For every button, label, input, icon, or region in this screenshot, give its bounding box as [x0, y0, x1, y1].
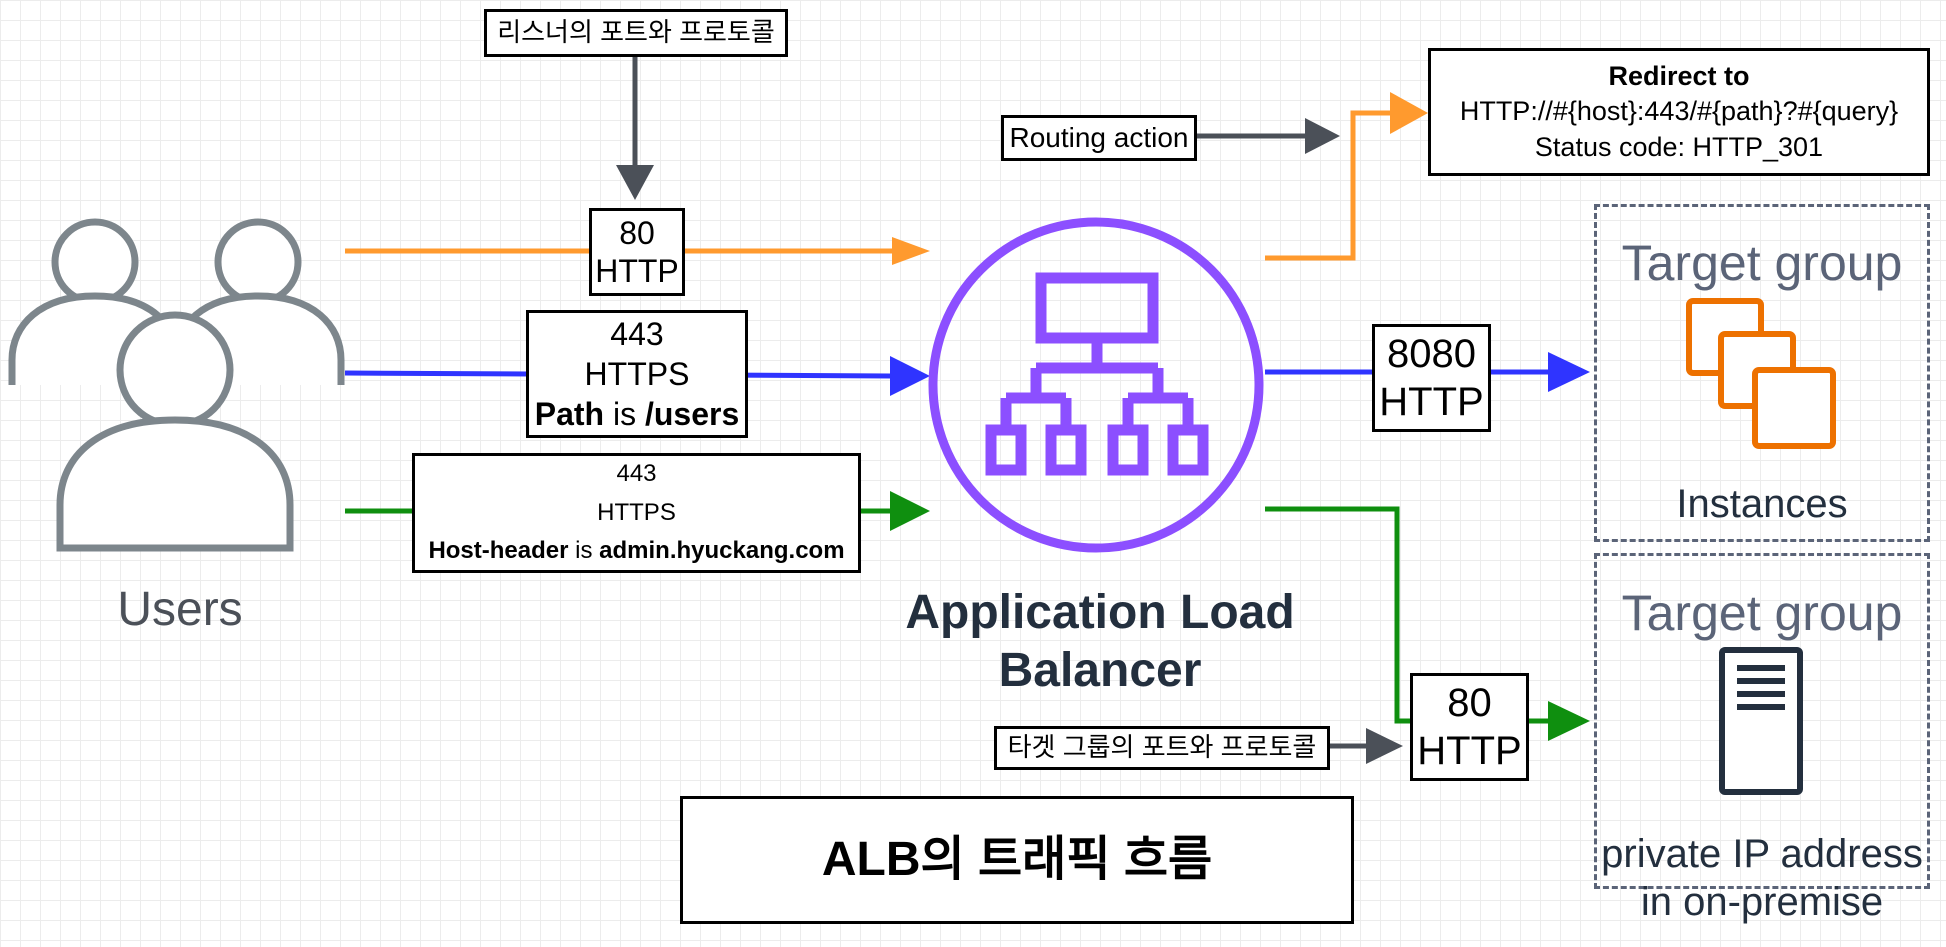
alb-label: Application Load Balancer	[880, 584, 1320, 699]
instances-port: 8080	[1387, 332, 1476, 376]
onprem-port: 80	[1447, 681, 1492, 725]
instances-port-box: 8080 HTTP	[1372, 324, 1491, 432]
listener-host-port: 443	[616, 460, 657, 488]
redirect-arrowhead	[1390, 92, 1428, 134]
redirect-box: Redirect to HTTP://#{host}:443/#{path}?#…	[1428, 48, 1930, 176]
listener-http-port: 80	[619, 214, 655, 251]
routing-action-arrowhead	[1305, 118, 1340, 154]
server-icon	[1719, 647, 1803, 795]
target-group-note: 타겟 그룹의 포트와 프로토콜	[994, 726, 1330, 770]
listener-path-protocol: HTTPS	[584, 356, 690, 392]
onprem-arrowhead	[1548, 701, 1590, 741]
tg-note-arrowhead	[1366, 728, 1403, 764]
listener-http-protocol: HTTP	[595, 253, 679, 289]
alb-label-line2: Balancer	[998, 643, 1202, 697]
onprem-port-box: 80 HTTP	[1410, 673, 1529, 781]
routing-action-note: Routing action	[1001, 115, 1197, 161]
listener-note: 리스너의 포트와 프로토콜	[484, 9, 788, 57]
orange-arrowhead	[892, 237, 930, 265]
alb-label-line1: Application Load	[905, 586, 1295, 639]
redirect-line	[1265, 110, 1395, 261]
ec2-instances-icon	[1686, 298, 1836, 449]
blue-arrowhead	[890, 356, 930, 396]
target-group-onprem-title: Target group	[1621, 585, 1903, 641]
alb-icon	[928, 217, 1264, 553]
target-group-instances	[1594, 204, 1930, 542]
instances-protocol: HTTP	[1379, 380, 1484, 424]
listener-host-box: 443 HTTPS Host-header is admin.hyuckang.…	[412, 453, 861, 573]
target-group-onprem	[1594, 553, 1930, 889]
onprem-label: private IP address in on-premise	[1590, 830, 1934, 926]
onprem-label-line2: in on-premise	[1640, 880, 1884, 924]
listener-path-port: 443	[610, 316, 664, 352]
redirect-url: HTTP://#{host}:443/#{path}?#{query}	[1459, 96, 1899, 127]
redirect-status: Status code: HTTP_301	[1534, 131, 1824, 162]
users-icon	[8, 218, 345, 552]
listener-host-condition: Host-header is admin.hyuckang.com	[428, 537, 845, 565]
listener-http-box: 80 HTTP	[589, 208, 685, 296]
listener-note-arrowhead	[616, 165, 654, 200]
listener-path-box: 443 HTTPS Path is /users	[526, 310, 748, 438]
instances-label: Instances	[1676, 482, 1848, 526]
onprem-label-line1: private IP address	[1601, 832, 1923, 876]
users-label: Users	[117, 583, 243, 636]
listener-path-condition: Path is /users	[534, 396, 740, 432]
listener-host-protocol: HTTPS	[597, 498, 676, 526]
target-group-instances-title: Target group	[1621, 235, 1903, 291]
onprem-protocol: HTTP	[1417, 729, 1522, 773]
instances-arrowhead	[1548, 352, 1590, 392]
redirect-title: Redirect to	[1608, 61, 1750, 92]
green-arrowhead	[890, 491, 930, 531]
diagram-caption: ALB의 트래픽 흐름	[680, 796, 1354, 924]
